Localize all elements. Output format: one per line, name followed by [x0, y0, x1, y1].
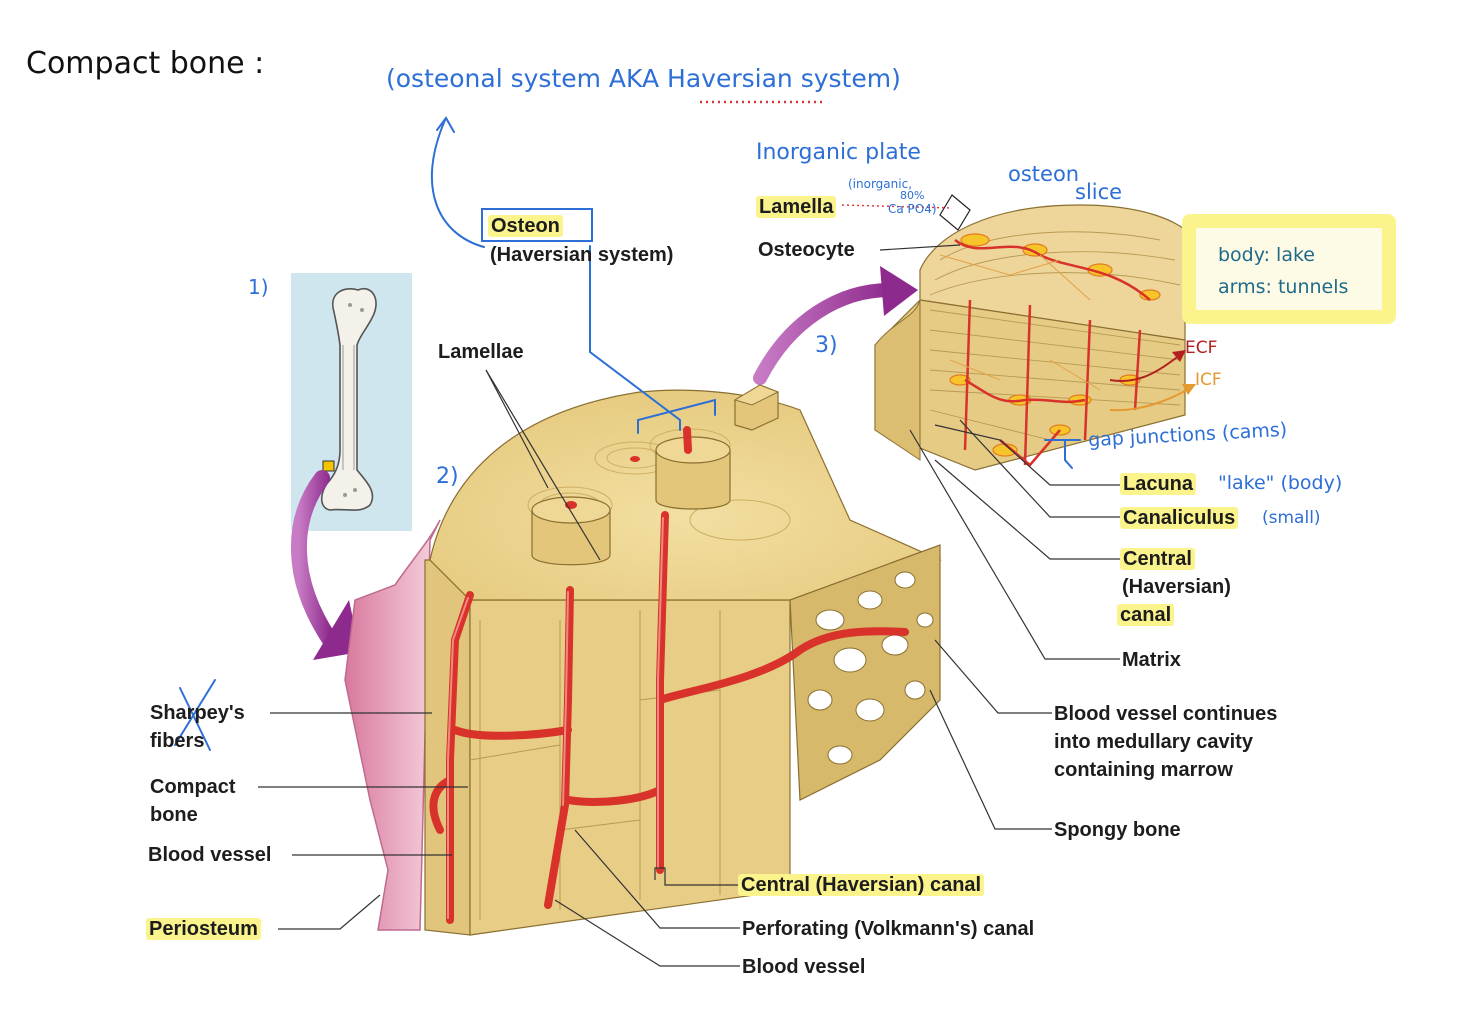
lake-body-note: "lake" (body) — [1218, 472, 1343, 494]
label-central-1: Central — [1120, 545, 1195, 573]
label-lacuna-text: Lacuna — [1120, 473, 1197, 495]
icf-label: ICF — [1195, 370, 1222, 390]
label-central-haversian-canal: Central (Haversian) canal — [738, 871, 985, 899]
step-one: 1) — [248, 275, 269, 299]
label-lacuna: Lacuna — [1120, 470, 1197, 498]
label-central-2: (Haversian) — [1122, 576, 1231, 598]
label-lamellae: Lamellae — [438, 341, 524, 363]
label-osteocyte: Osteocyte — [758, 239, 855, 261]
label-bv-continues-2: into medullary cavity — [1054, 731, 1253, 753]
label-blood-vessel-bottom: Blood vessel — [742, 956, 866, 978]
label-canaliculus-text: Canaliculus — [1120, 507, 1239, 529]
step-two: 2) — [436, 464, 459, 489]
label-compact-bone-2: bone — [150, 804, 198, 826]
label-osteon: Osteon — [488, 212, 563, 240]
inorganic-detail-1: (inorganic, — [848, 177, 913, 191]
label-central-3-text: canal — [1117, 604, 1175, 626]
label-bv-continues-3: containing marrow — [1054, 759, 1233, 781]
label-sharpeys-1: Sharpey's — [150, 702, 245, 724]
pen-annotations — [174, 116, 1081, 751]
ecf-label: ECF — [1185, 338, 1218, 358]
label-lamella: Lamella — [756, 193, 837, 221]
sticky-note-line-2: arms: tunnels — [1218, 276, 1349, 298]
label-compact-bone-1: Compact — [150, 776, 236, 798]
label-central-3: canal — [1117, 601, 1175, 629]
label-sharpeys-2: fibers — [150, 730, 205, 752]
purple-arrow-1 — [291, 470, 338, 648]
leader-lines — [258, 244, 1120, 967]
label-central-1-text: Central — [1120, 548, 1195, 570]
page-heading: Compact bone : — [26, 46, 265, 81]
label-periosteum: Periosteum — [146, 915, 261, 943]
label-spongy-bone: Spongy bone — [1054, 819, 1181, 841]
icf-arrow — [1109, 387, 1191, 412]
compact-bone-wedge — [344, 384, 942, 936]
label-central-haversian-canal-text: Central (Haversian) canal — [738, 874, 985, 896]
label-perforating-canal: Perforating (Volkmann's) canal — [742, 918, 1035, 940]
inorganic-plate-note: Inorganic plate — [756, 140, 921, 165]
purple-arrow-2 — [753, 283, 897, 385]
label-lamella-text: Lamella — [756, 196, 837, 218]
label-matrix: Matrix — [1122, 649, 1181, 671]
label-blood-vessel-left: Blood vessel — [148, 844, 272, 866]
osteon-slice — [874, 194, 1186, 471]
label-osteon-text: Osteon — [488, 215, 563, 237]
osteon-slice-note-1: osteon — [1008, 162, 1080, 186]
ecf-arrow — [1109, 354, 1181, 382]
step-three: 3) — [815, 333, 838, 358]
sticky-note-line-1: body: lake — [1218, 244, 1315, 266]
label-periosteum-text: Periosteum — [146, 918, 261, 940]
sticky-note: body: lake arms: tunnels — [1182, 214, 1396, 324]
label-bv-continues-1: Blood vessel continues — [1054, 703, 1278, 725]
inorganic-detail-3: Ca PO4) — [888, 202, 937, 216]
small-note: (small) — [1262, 508, 1321, 528]
subtitle-note: (osteonal system AKA Haversian system) — [386, 64, 901, 93]
label-canaliculus: Canaliculus — [1120, 504, 1239, 532]
label-haversian-system: (Haversian system) — [490, 244, 674, 266]
inorganic-detail-2: 80% — [900, 189, 925, 202]
osteon-slice-note-2: slice — [1075, 180, 1123, 204]
